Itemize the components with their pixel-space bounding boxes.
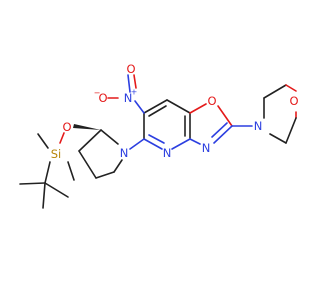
bonds bbox=[19, 74, 297, 209]
atom-ether-o: O bbox=[62, 120, 71, 134]
atom-pyrrolidine-n: N bbox=[120, 146, 129, 160]
bond-nitro-n-o-double bbox=[133, 74, 137, 89]
bond-c3a-n4 bbox=[171, 138, 191, 150]
bond-pyrr-1 bbox=[100, 129, 119, 145]
bond-tbu-2 bbox=[44, 182, 69, 198]
bond-pyrr-5 bbox=[113, 159, 123, 173]
bond-o1-c2 bbox=[217, 105, 233, 127]
molecule-structure: O N N N O N + O O − N O Si bbox=[19, 62, 299, 209]
bond-si-tbu bbox=[44, 161, 51, 184]
bond-c7a-o1 bbox=[189, 103, 207, 114]
atom-nitro-o-minus: O bbox=[98, 91, 107, 105]
bond-pyrr-4 bbox=[95, 171, 115, 179]
bond-n4-c5 bbox=[143, 138, 163, 150]
atom-nitro-o: O bbox=[126, 62, 135, 76]
atom-labels: O N N N O N + O O − N O Si bbox=[51, 62, 299, 161]
bond-morph-3 bbox=[285, 84, 297, 92]
bond-si-me1 bbox=[37, 133, 49, 149]
atom-pyridine-n: N bbox=[163, 146, 172, 160]
bond-pyrr-3 bbox=[78, 150, 97, 179]
bond-n4-c5-double bbox=[148, 134, 165, 144]
bond-si-me2 bbox=[67, 161, 75, 181]
atom-morpholine-o: O bbox=[289, 94, 298, 108]
bond-morph-5 bbox=[285, 117, 297, 144]
atom-nitro-o-minus-charge: − bbox=[94, 89, 101, 98]
atom-oxazole-n: N bbox=[202, 141, 211, 155]
bond-c2-n3 bbox=[213, 125, 233, 144]
bond-tbu-3 bbox=[42, 182, 46, 209]
bond-c6-c7-double bbox=[148, 105, 167, 117]
bond-wedge-c3-o bbox=[73, 124, 101, 130]
atom-nitro-n-charge: + bbox=[131, 88, 138, 97]
bond-o-si bbox=[59, 132, 65, 144]
bond-n3-c3a bbox=[189, 138, 201, 145]
atom-silicon: Si bbox=[51, 147, 62, 161]
bond-tbu-1 bbox=[19, 182, 46, 185]
bond-nitro-n-o bbox=[127, 74, 131, 93]
atom-nitro-n: N bbox=[124, 91, 133, 105]
bond-c6-nitro-n bbox=[134, 100, 145, 114]
bond-morph-2 bbox=[263, 84, 287, 99]
bond-morph-6 bbox=[269, 133, 287, 144]
bond-c6-c7 bbox=[143, 99, 168, 114]
atom-oxazole-o: O bbox=[207, 94, 216, 108]
bond-c7-c7a bbox=[166, 99, 191, 114]
atom-morpholine-n: N bbox=[254, 119, 263, 133]
bond-pyrr-2 bbox=[78, 129, 102, 152]
bond-c5-pyrr-n bbox=[129, 138, 145, 150]
bond-c2-n3-double bbox=[211, 122, 228, 138]
